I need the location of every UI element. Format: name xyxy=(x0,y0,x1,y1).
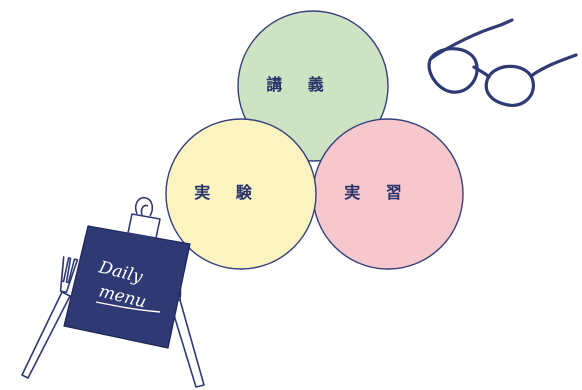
circle-label-practice: 実 習 xyxy=(344,183,412,202)
circle-experiment xyxy=(165,118,317,270)
binder-clip-icon xyxy=(127,196,161,239)
circle-label-experiment: 実 験 xyxy=(194,183,262,202)
menu-card: Daily menu xyxy=(63,225,191,349)
circle-lecture xyxy=(237,10,389,162)
glasses-icon xyxy=(427,18,578,107)
fork-icon xyxy=(21,256,79,379)
circle-label-lecture: 講 義 xyxy=(266,75,334,94)
